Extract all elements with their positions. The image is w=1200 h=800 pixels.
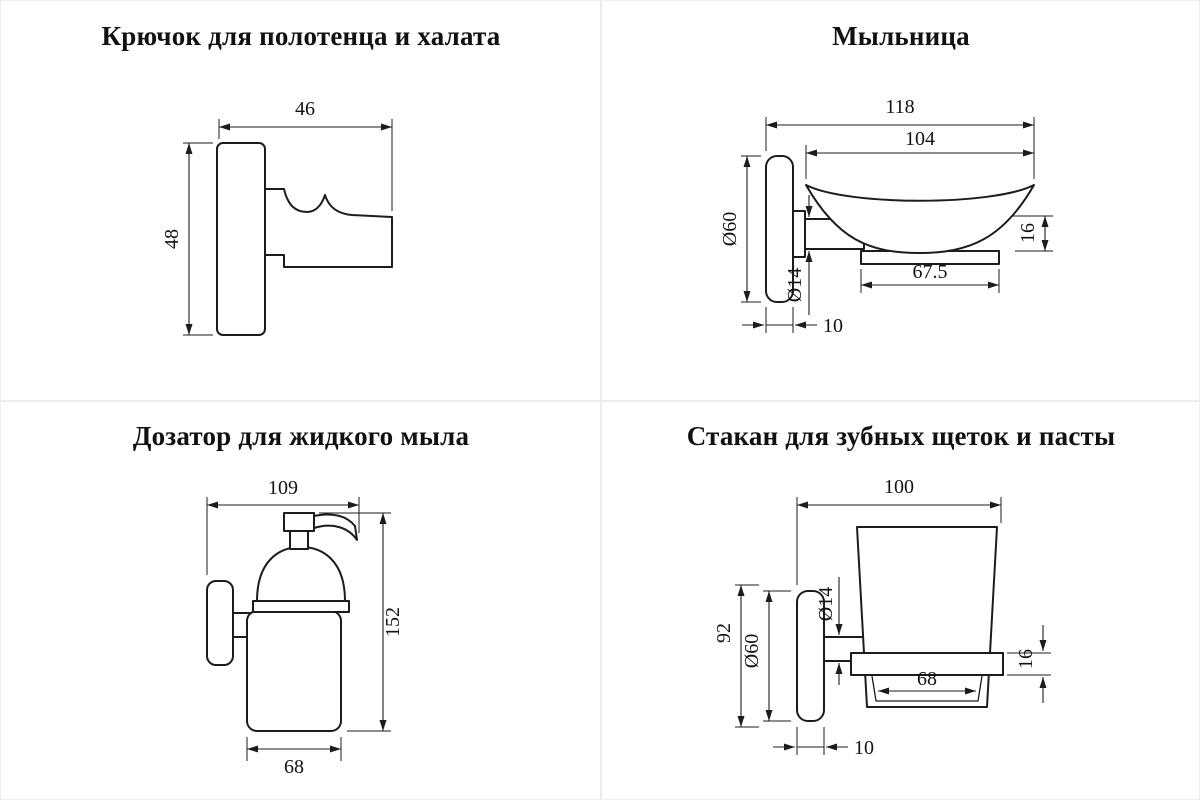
soap-plate-thickness-label: 10 <box>823 315 843 337</box>
hook-dimensions: 46 48 <box>161 98 393 336</box>
tumbler-plate-diameter-label: Ø60 <box>741 634 763 668</box>
panel-title-hook: Крючок для полотенца и халата <box>101 21 501 51</box>
pump-neck <box>289 530 309 550</box>
dispenser-dimensions: 109 152 68 <box>206 477 404 778</box>
pump-head <box>283 512 315 532</box>
soap-dish-drawing <box>765 155 1035 303</box>
soap-plate-diameter-label: Ø60 <box>719 212 741 246</box>
tumbler-diagram: 100 92 Ø60 Ø14 16 68 <box>713 476 1051 759</box>
pump-spout <box>313 513 358 541</box>
panel-soap-dish: Мыльница 118 104 <box>601 1 1199 401</box>
wall-plate <box>765 155 794 303</box>
pump-dome <box>256 546 346 602</box>
hook-diagram: 46 48 <box>161 98 393 336</box>
tumbler-dimensions: 100 92 Ø60 Ø14 16 68 <box>713 476 1051 759</box>
soap-overall-width-label: 118 <box>885 96 914 118</box>
soap-rim-height-label: 16 <box>1017 223 1039 243</box>
tumbler-ring-height-label: 16 <box>1015 649 1037 669</box>
hook-width-label: 46 <box>295 98 315 120</box>
tumbler-plate-thickness-label: 10 <box>854 737 874 759</box>
wall-plate <box>206 580 234 666</box>
hook-height-label: 48 <box>161 229 183 249</box>
dispenser-height-label: 152 <box>382 607 404 637</box>
glass-inner-wall <box>871 675 983 702</box>
wall-plate <box>796 590 825 722</box>
hook-wall-plate <box>216 142 266 336</box>
panel-title-soap-dish: Мыльница <box>832 21 970 51</box>
tumbler-drawing <box>796 526 1004 722</box>
panel-tumbler: Стакан для зубных щеток и пасты 100 <box>601 401 1199 799</box>
tumbler-body-width-label: 68 <box>917 668 937 690</box>
dispenser-body-width-label: 68 <box>284 756 304 778</box>
panel-dispenser: Дозатор для жидкого мыла <box>1 401 601 799</box>
hook-drawing <box>216 142 393 336</box>
soap-dish-width-label: 104 <box>905 128 935 150</box>
soap-dish-dimensions: 118 104 Ø60 Ø14 16 67.5 <box>719 96 1053 337</box>
tumbler-mount-height-label: 92 <box>713 623 735 643</box>
mount-flange <box>792 210 806 258</box>
soap-stem-diameter-label: Ø14 <box>784 268 806 302</box>
soap-dish-diagram: 118 104 Ø60 Ø14 16 67.5 <box>719 96 1053 337</box>
bottle-body <box>246 610 342 732</box>
horizontal-divider <box>1 400 1199 402</box>
dispenser-diagram: 109 152 68 <box>206 477 404 778</box>
tumbler-stem-diameter-label: Ø14 <box>815 587 837 621</box>
dispenser-width-label: 109 <box>268 477 298 499</box>
tumbler-overall-width-label: 100 <box>884 476 914 498</box>
holder-ring <box>850 652 1004 676</box>
soap-base-width-label: 67.5 <box>913 261 948 283</box>
panel-hook: Крючок для полотенца и халата 46 48 <box>1 1 601 401</box>
hook-body <box>264 188 393 268</box>
collar-ring <box>252 600 350 613</box>
dispenser-drawing <box>206 512 358 732</box>
panel-title-dispenser: Дозатор для жидкого мыла <box>132 421 470 451</box>
panel-title-tumbler: Стакан для зубных щеток и пасты <box>686 421 1116 451</box>
dish-bowl <box>805 184 1035 254</box>
